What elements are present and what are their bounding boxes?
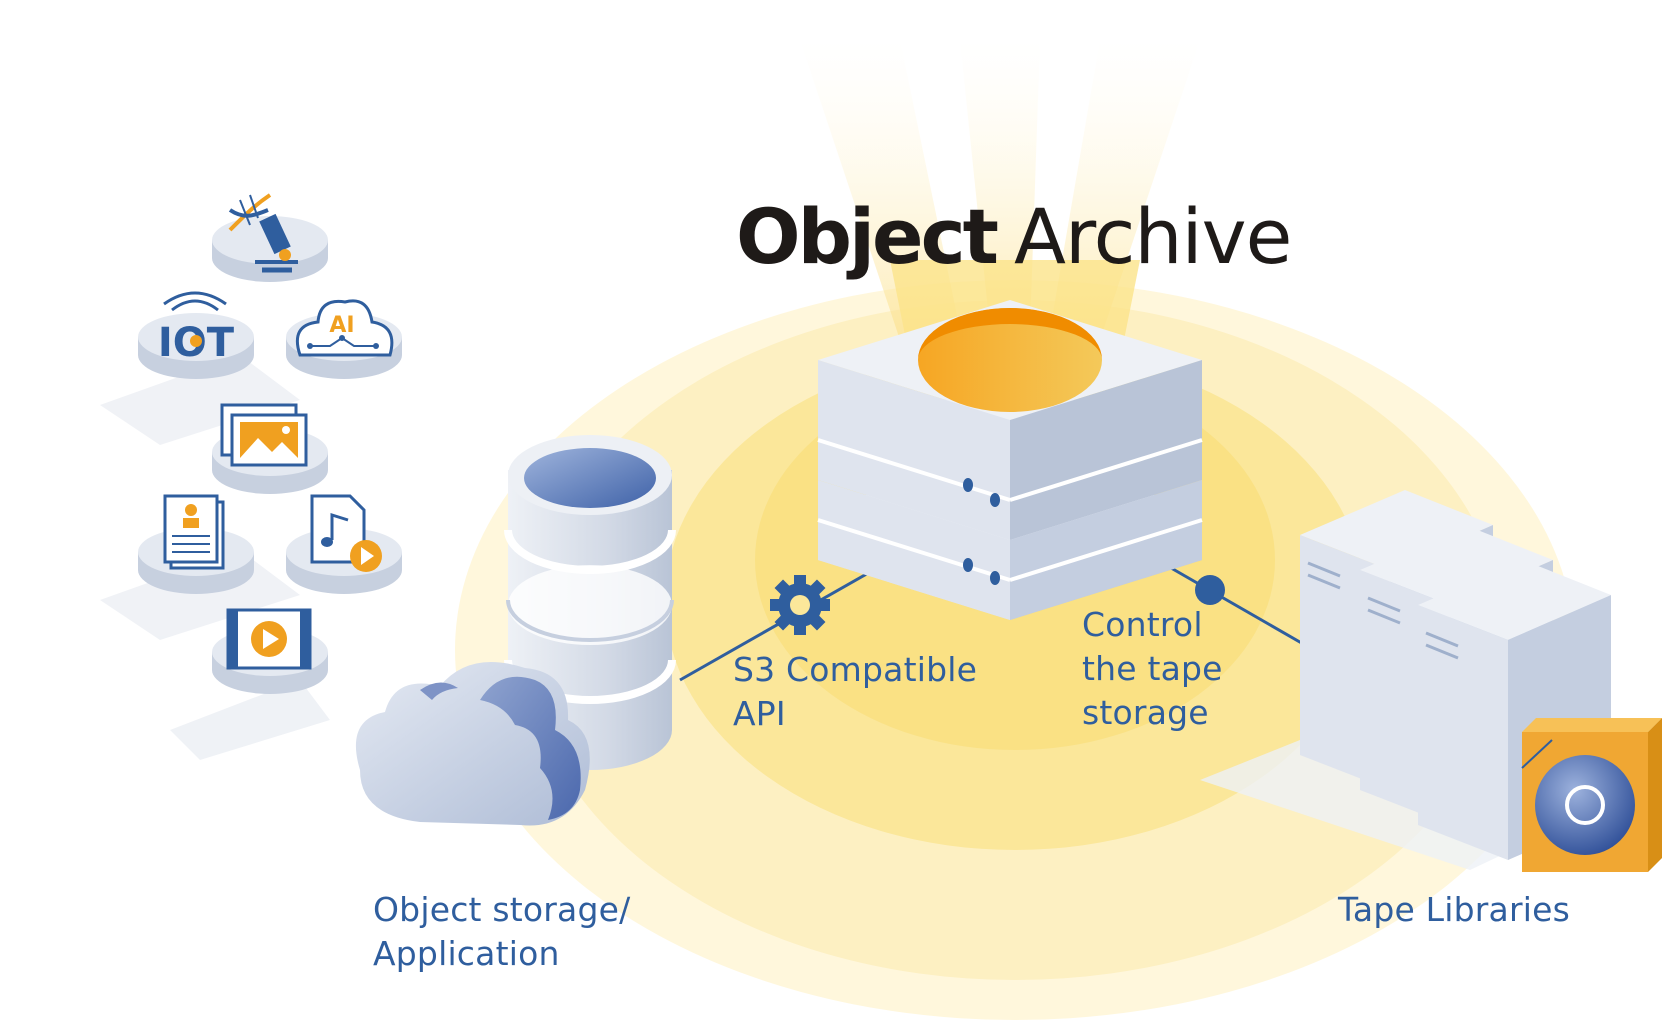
control-line-1: Control xyxy=(1082,605,1203,644)
control-line-2: the tape xyxy=(1082,649,1223,688)
object-archive-server xyxy=(817,300,1203,620)
object-storage-line-2: Application xyxy=(373,934,560,973)
control-line-3: storage xyxy=(1082,693,1209,732)
data-source-icons: IOT AI xyxy=(100,193,402,760)
s3-api-line-2: API xyxy=(733,694,786,733)
music-file-icon xyxy=(310,494,382,572)
s3-api-line-1: S3 Compatible xyxy=(733,650,978,689)
tape-cartridge-icon xyxy=(1521,718,1662,872)
connector-dot xyxy=(1195,575,1225,605)
ai-brain-cloud-icon: AI xyxy=(295,299,394,357)
dna-microscope-icon xyxy=(228,193,298,273)
object-storage-label: Object storage/ Application xyxy=(373,888,630,976)
control-tape-label: Control the tape storage xyxy=(1082,603,1223,735)
gear-icon xyxy=(770,575,830,635)
video-film-icon xyxy=(226,608,312,670)
title-archive: Archive xyxy=(1014,192,1292,281)
object-storage-line-1: Object storage/ xyxy=(373,890,631,929)
title-object: Object xyxy=(736,192,999,281)
cloud-shape xyxy=(355,662,590,826)
tape-libraries xyxy=(1200,490,1662,872)
tape-libraries-label: Tape Libraries xyxy=(1338,888,1570,932)
tape-libraries-text: Tape Libraries xyxy=(1338,890,1570,929)
profile-document-icon xyxy=(163,494,225,570)
iot-icon: IOT xyxy=(158,291,235,366)
ai-text: AI xyxy=(329,313,354,338)
s3-api-label: S3 Compatible API xyxy=(733,648,977,736)
image-gallery-icon xyxy=(220,403,308,467)
